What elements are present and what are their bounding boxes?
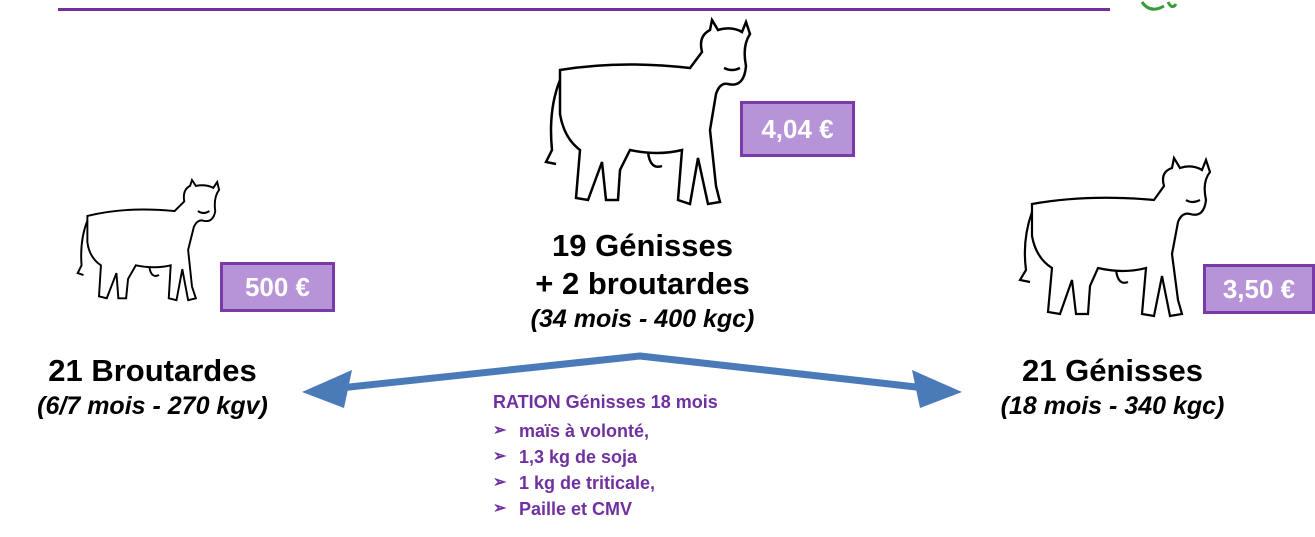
ration-list: ➢ maïs à volonté, ➢ 1,3 kg de soja ➢ 1 kg d… xyxy=(493,418,718,522)
cow-icon xyxy=(544,16,752,206)
ration-item-label: 1 kg de triticale, xyxy=(519,473,656,493)
price-badge-genisses-18: 3,50 € xyxy=(1203,264,1315,314)
bullet-icon: ➢ xyxy=(493,500,507,517)
ration-item-label: maïs à volonté, xyxy=(519,421,650,441)
broutardes-detail: (6/7 mois - 270 kgv) xyxy=(37,392,268,420)
center-label: 19 Génisses + 2 broutardes (34 mois - 40… xyxy=(475,227,810,335)
cow-icon xyxy=(1018,154,1212,318)
bullet-icon: ➢ xyxy=(493,448,507,465)
bullet-icon: ➢ xyxy=(493,422,507,439)
list-item: ➢ 1,3 kg de soja xyxy=(493,444,718,470)
genisses-detail: (18 mois - 340 kgc) xyxy=(1000,392,1225,420)
bullet-icon: ➢ xyxy=(493,474,507,491)
list-item: ➢ Paille et CMV xyxy=(493,496,718,522)
center-line1: 19 Génisses xyxy=(552,228,733,263)
cow-icon xyxy=(76,177,221,302)
broutardes-count: 21 Broutardes xyxy=(48,353,257,388)
center-detail: (34 mois - 400 kgc) xyxy=(530,305,755,333)
genisses-count: 21 Génisses xyxy=(1022,353,1203,388)
price-badge-genisses-34: 4,04 € xyxy=(740,101,855,157)
ration-title: RATION Génisses 18 mois xyxy=(493,392,718,412)
price-badge-broutardes: 500 € xyxy=(220,262,335,312)
list-item: ➢ 1 kg de triticale, xyxy=(493,470,718,496)
ration-item-label: Paille et CMV xyxy=(519,499,633,519)
list-item: ➢ maïs à volonté, xyxy=(493,418,718,444)
genisses-label: 21 Génisses (18 mois - 340 kgc) xyxy=(970,352,1255,422)
center-line2: + 2 broutardes xyxy=(535,266,750,301)
header-divider xyxy=(58,8,1110,11)
ration-item-label: 1,3 kg de soja xyxy=(519,447,638,467)
ration-box: RATION Génisses 18 mois ➢ maïs à volonté,… xyxy=(493,390,718,522)
leaf-icon xyxy=(1140,1,1178,11)
broutardes-label: 21 Broutardes (6/7 mois - 270 kgv) xyxy=(0,352,305,422)
